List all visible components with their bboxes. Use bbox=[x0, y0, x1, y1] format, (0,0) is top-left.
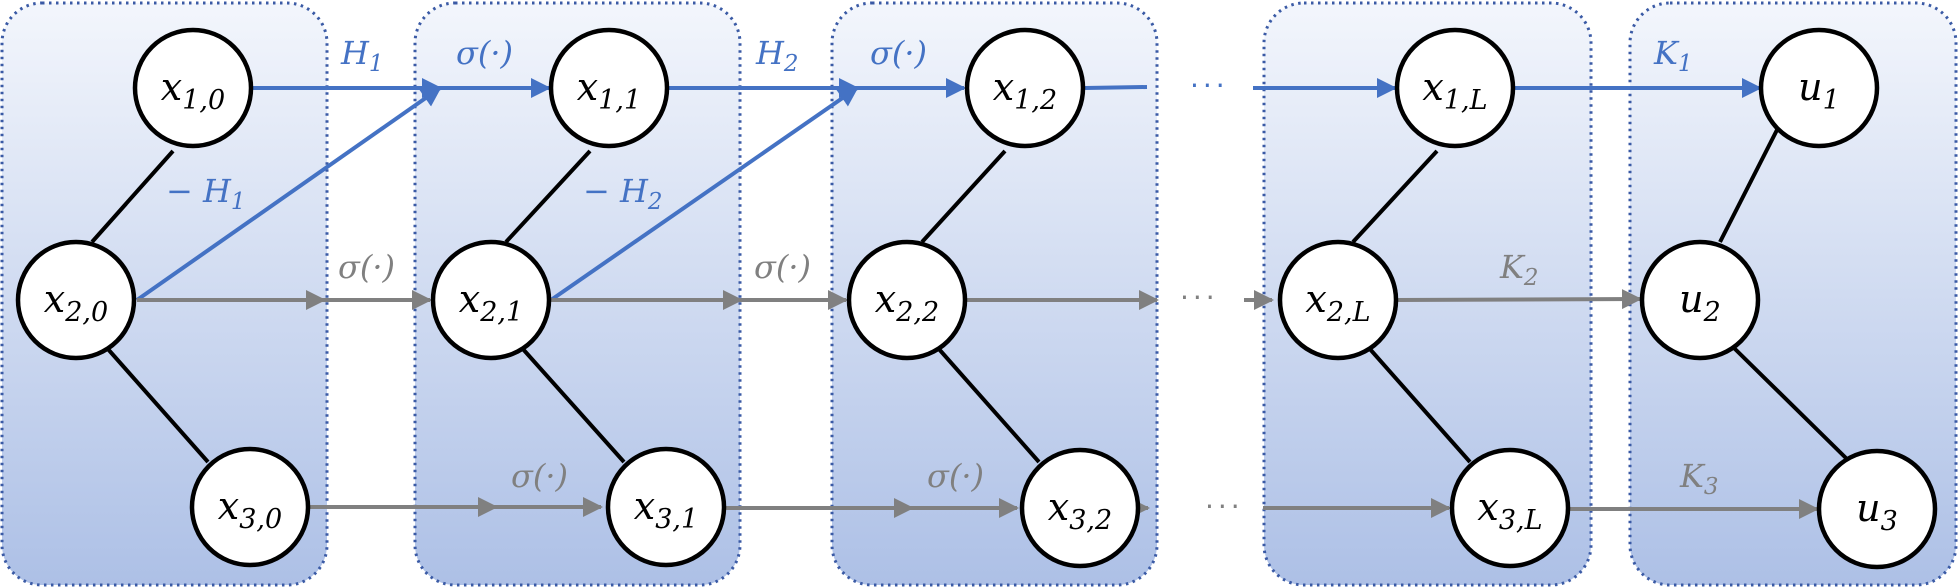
edge-label-K3: K3 bbox=[1679, 457, 1719, 500]
edge-x11-x21 bbox=[504, 149, 592, 244]
edge-label-sigma-mid-1: σ(·) bbox=[338, 248, 395, 286]
blue-edges bbox=[135, 78, 1762, 302]
edge-x20-x30 bbox=[105, 346, 210, 464]
node-x20: x2,0 bbox=[15, 239, 137, 361]
edge-label-K2: K2 bbox=[1499, 248, 1539, 291]
edge-u1-u2 bbox=[1718, 125, 1781, 243]
edge-labels: H1 − H1 σ(·) H2 − H2 σ(·) K1 σ(·) σ(·) K… bbox=[166, 34, 1719, 500]
node-label: x1,0 bbox=[161, 65, 225, 116]
node-x21: x2,1 bbox=[430, 239, 552, 361]
node-x2L: x2,L bbox=[1277, 239, 1399, 361]
node-label: x2,L bbox=[1305, 277, 1370, 328]
node-label: x1,L bbox=[1422, 65, 1487, 116]
edge-u2-u3 bbox=[1732, 346, 1852, 464]
node-label: x3,2 bbox=[1048, 485, 1112, 536]
node-u3: u3 bbox=[1816, 448, 1938, 570]
layer-panel-0 bbox=[0, 1, 329, 587]
node-x12: x1,2 bbox=[964, 27, 1086, 149]
edge-x10-x20 bbox=[90, 149, 175, 244]
edge-label-sigma-top-2: σ(·) bbox=[870, 34, 927, 72]
nodes: x1,0 x2,0 x3,0 x1,1 x2,1 x3,1 x1,2 x2 bbox=[15, 27, 1938, 570]
edge-x20-to-join1 bbox=[135, 86, 442, 302]
node-label: x2,1 bbox=[459, 277, 523, 328]
node-label: x3,1 bbox=[634, 484, 698, 535]
node-x22: x2,2 bbox=[846, 239, 968, 361]
node-label: x1,1 bbox=[577, 65, 641, 116]
edge-label-negH2: − H2 bbox=[583, 172, 663, 215]
edge-x12-out bbox=[1084, 85, 1148, 90]
layer-panel-output bbox=[1628, 1, 1958, 587]
node-x30: x3,0 bbox=[189, 446, 311, 568]
node-label: x3,L bbox=[1477, 485, 1542, 536]
node-u2: u2 bbox=[1639, 239, 1761, 361]
node-label: x1,2 bbox=[993, 65, 1057, 116]
node-u1: u1 bbox=[1758, 27, 1880, 149]
node-label: u1 bbox=[1798, 65, 1840, 116]
edge-label-sigma-bot-2: σ(·) bbox=[927, 457, 984, 495]
edge-x2L-to-u2 bbox=[1397, 289, 1642, 310]
edge-label-sigma-mid-2: σ(·) bbox=[754, 248, 811, 286]
node-label: x2,0 bbox=[44, 277, 108, 328]
layer-panel-1 bbox=[413, 1, 742, 587]
layer-panel-2 bbox=[830, 1, 1159, 587]
gray-edges bbox=[137, 289, 1819, 519]
node-x3L: x3,L bbox=[1449, 447, 1571, 569]
edge-x2L-x3L bbox=[1367, 346, 1472, 464]
edge-label-K1: K1 bbox=[1653, 34, 1693, 77]
edge-label-negH1: − H1 bbox=[166, 172, 246, 215]
edge-x21-to-join2 bbox=[549, 86, 859, 302]
node-x1L: x1,L bbox=[1394, 27, 1516, 149]
intra-layer-edges bbox=[90, 125, 1852, 464]
node-x31: x3,1 bbox=[605, 446, 727, 568]
edge-label-H2: H2 bbox=[755, 34, 799, 77]
edge-x22-x32 bbox=[936, 346, 1041, 464]
edge-x12-x22 bbox=[920, 149, 1007, 244]
node-label: u3 bbox=[1856, 486, 1898, 537]
edge-x21-x31 bbox=[520, 346, 626, 464]
ellipses: ··· ··· ··· bbox=[1180, 69, 1244, 523]
node-x32: x3,2 bbox=[1019, 447, 1141, 569]
node-label: u2 bbox=[1679, 277, 1721, 328]
node-label: x2,2 bbox=[875, 277, 939, 328]
edge-label-sigma-top-1: σ(·) bbox=[456, 34, 513, 72]
node-x11: x1,1 bbox=[548, 27, 670, 149]
node-label: x3,0 bbox=[218, 484, 282, 535]
edge-x1L-x2L bbox=[1351, 149, 1439, 244]
node-x10: x1,0 bbox=[132, 27, 254, 149]
ellipsis-bottom: ··· bbox=[1205, 490, 1244, 523]
ellipsis-top: ··· bbox=[1190, 69, 1229, 102]
edge-label-H1: H1 bbox=[340, 34, 384, 77]
ellipsis-middle: ··· bbox=[1180, 281, 1219, 314]
edge-label-sigma-bot-1: σ(·) bbox=[511, 457, 568, 495]
